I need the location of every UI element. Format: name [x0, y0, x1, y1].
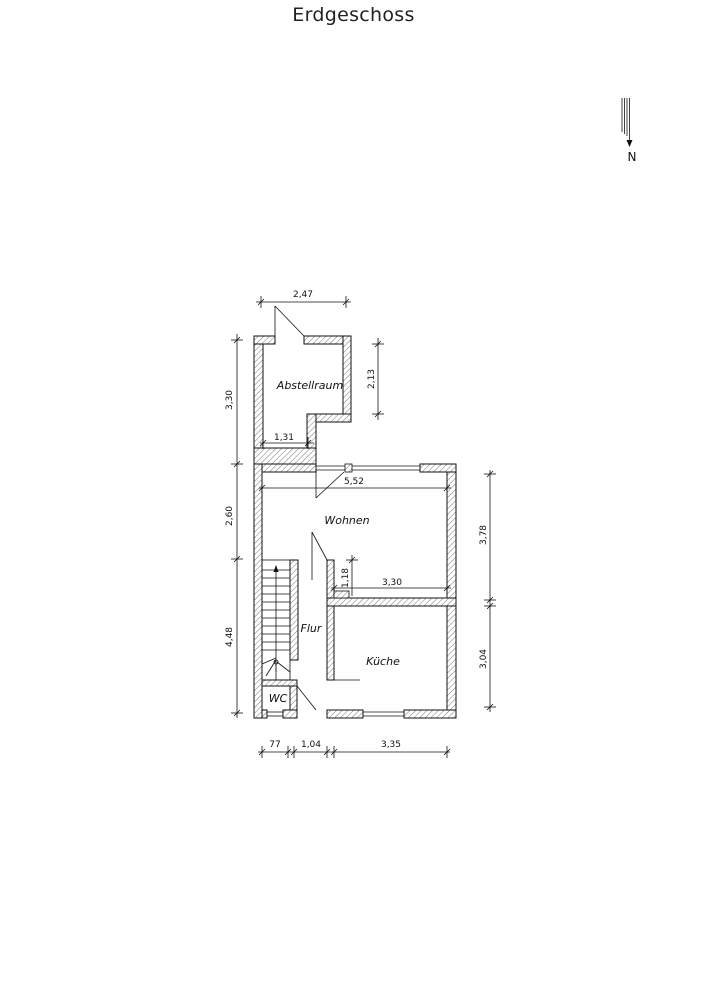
- dim-wohnen-left-height: 2,60: [225, 506, 235, 526]
- dim-lower-left-height: 4,48: [225, 627, 235, 647]
- walls: [253, 335, 457, 719]
- dim-abstell-height: 3,30: [225, 390, 235, 410]
- dim-right-lower-height: 3,04: [479, 649, 489, 669]
- plan-title: Erdgeschoss: [292, 4, 415, 26]
- room-label-kueche: Küche: [366, 655, 400, 668]
- dim-abstell-inner-height: 2,13: [367, 369, 377, 389]
- dim-right-upper-height: 3,78: [479, 525, 489, 545]
- dimension-lines: [231, 296, 496, 758]
- dim-top-width: 2,47: [293, 290, 313, 300]
- room-label-flur: Flur: [301, 622, 323, 635]
- dim-kitchen-wall-width: 3,30: [382, 578, 402, 588]
- dim-chimney-height: 1,18: [341, 568, 351, 588]
- dim-bottom-seg3: 3,35: [381, 740, 401, 750]
- doors: [274, 305, 360, 711]
- staircase: [261, 559, 291, 681]
- dim-abstell-bottom-width: 1,31: [274, 433, 294, 443]
- room-label-wc: WC: [269, 692, 288, 705]
- dim-bottom-seg2: 1,04: [301, 740, 321, 750]
- room-label-abstellraum: Abstellraum: [276, 379, 343, 392]
- room-label-wohnen: Wohnen: [324, 514, 369, 527]
- north-label: N: [628, 150, 637, 164]
- dim-wohnen-width: 5,52: [344, 477, 364, 487]
- dim-bottom-seg1: 77: [269, 740, 280, 750]
- north-arrow: [621, 98, 633, 147]
